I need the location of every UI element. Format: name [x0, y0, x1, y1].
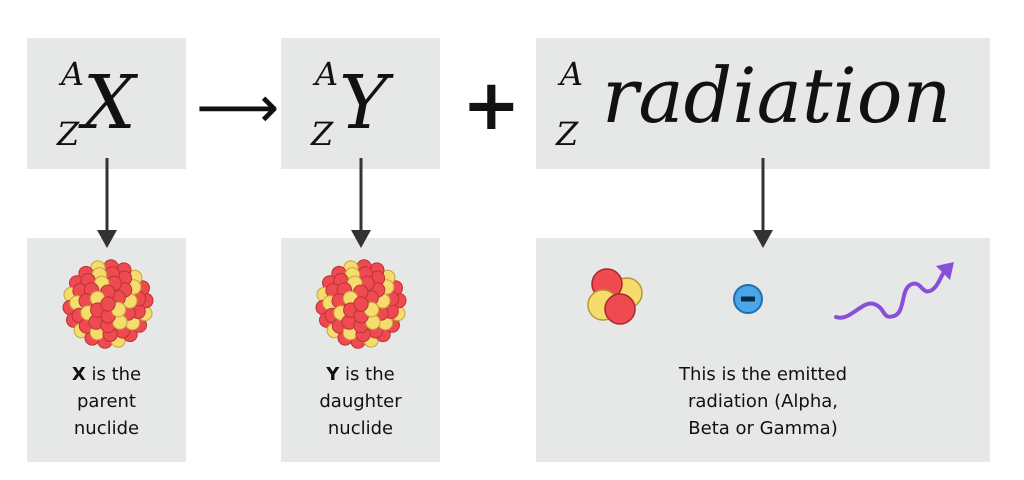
alpha-particle-icon: [587, 268, 643, 325]
parent-atomic-number: Z: [57, 115, 80, 153]
down-arrow-radiation: [753, 158, 773, 248]
daughter-formula-box: A Z Y: [281, 38, 440, 169]
proton: [100, 296, 116, 312]
daughter-symbol: Y: [339, 60, 388, 146]
down-arrow-daughter: [351, 158, 371, 248]
radiation-caption: This is the emitted radiation (Alpha, Be…: [536, 361, 990, 442]
parent-caption-line2: parent: [76, 391, 136, 412]
parent-info-box: X is the parent nuclide: [27, 238, 186, 462]
proton: [353, 296, 369, 312]
radiation-atomic-number: Z: [556, 115, 579, 153]
nucleus-icon: [62, 259, 154, 349]
nucleus-icon: [315, 259, 407, 349]
radiation-caption-line1: This is the emitted: [678, 364, 848, 385]
radiation-mass-number: A: [560, 55, 584, 93]
parent-caption-line1: is the: [85, 364, 142, 385]
parent-formula-box: A Z X: [27, 38, 186, 169]
daughter-caption: Y is the daughter nuclide: [281, 361, 440, 442]
daughter-atomic-number: Z: [311, 115, 334, 153]
radiation-caption-line2: radiation (Alpha,: [687, 391, 838, 412]
daughter-caption-symbol: Y: [326, 364, 340, 385]
down-arrow-parent: [97, 158, 117, 248]
plus-sign: +: [462, 64, 521, 146]
parent-caption-line3: nuclide: [73, 418, 140, 439]
daughter-caption-line1: is the: [339, 364, 395, 385]
daughter-caption-line3: nuclide: [327, 418, 394, 439]
parent-caption: X is the parent nuclide: [27, 361, 186, 442]
radiation-symbol: radiation: [602, 51, 952, 140]
parent-mass-number: A: [61, 55, 85, 93]
parent-caption-symbol: X: [71, 364, 86, 385]
parent-symbol: X: [83, 60, 136, 146]
daughter-caption-line2: daughter: [319, 391, 402, 412]
beta-particle-icon: [733, 284, 763, 314]
reaction-arrow: ⟶: [196, 73, 280, 141]
daughter-mass-number: A: [315, 55, 339, 93]
radiation-caption-line3: Beta or Gamma): [688, 418, 838, 439]
radiation-formula-box: A Z radiation: [536, 38, 990, 169]
gamma-ray-icon: [834, 262, 954, 320]
